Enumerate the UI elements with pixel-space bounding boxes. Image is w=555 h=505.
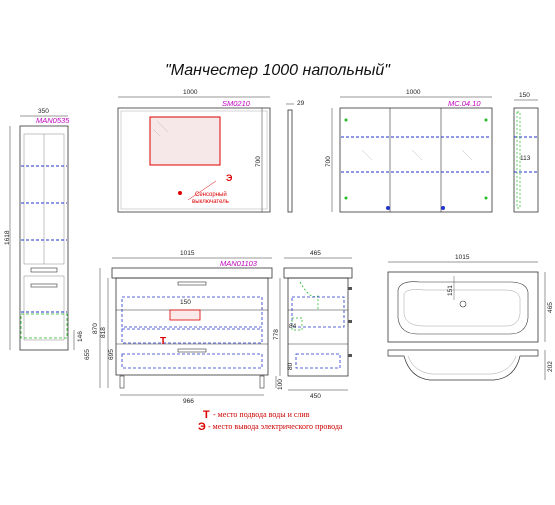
side-84-dim: 84	[289, 323, 297, 330]
basin-202-dim: 202	[547, 361, 554, 372]
tall-width-dim: 350	[38, 108, 49, 115]
switch-label: выключатель	[192, 199, 229, 205]
mirror-height-dim: 700	[255, 156, 262, 167]
legend: Т - место подвода воды и слив Э - место …	[198, 409, 343, 433]
vanity-inner-dim: 966	[183, 398, 194, 405]
legend-electric-text: - место вывода электрического провода	[208, 422, 343, 431]
sensor-label: Сенсорный	[195, 191, 227, 198]
side-778-dim: 778	[273, 329, 280, 340]
basin-front: 202	[387, 349, 554, 381]
vanity-695-dim: 695	[108, 349, 115, 360]
legend-electric-mark: Э	[198, 421, 206, 433]
mcab-depth-dim: 150	[519, 92, 530, 99]
water-mark: Т	[160, 336, 166, 347]
mirror-code: SM0210	[222, 99, 251, 108]
tall-cabinet: 350 MAN0535 1618 146	[4, 108, 84, 351]
side-base-dim: 450	[310, 393, 321, 400]
basin-depth-dim: 465	[547, 302, 554, 313]
mirror-side-view	[287, 109, 293, 213]
vanity-width-dim: 1015	[180, 250, 195, 257]
side-80-dim: 80	[287, 362, 294, 370]
vanity-leg-dim: 100	[277, 379, 284, 390]
mcab-side-view	[513, 107, 539, 213]
electric-mark: Э	[226, 173, 233, 183]
vanity-818-dim: 818	[100, 327, 107, 338]
sensor-switch-dot	[178, 191, 182, 195]
vanity-150-dim: 150	[180, 299, 191, 306]
vanity-side: 465 450 778 84 80	[273, 250, 353, 400]
mirror-width-dim: 1000	[183, 89, 198, 96]
mirror-depth-dim: 29	[297, 100, 305, 107]
tall-leg-dim: 146	[77, 331, 84, 342]
legend-water-text: - место подвода воды и слив	[213, 410, 310, 419]
vanity-front: Т 1015 MAN01103 150 966 870 818 695 655 …	[84, 250, 284, 405]
side-depth-dim: 465	[310, 250, 321, 257]
legend-water-mark: Т	[203, 409, 210, 421]
diagram-title: "Манчестер 1000 напольный"	[165, 62, 390, 79]
vanity-655-dim: 655	[84, 349, 91, 360]
tall-cabinet-code: MAN0535	[36, 116, 70, 125]
mcab-height-dim: 700	[325, 156, 332, 167]
mirror-cabinet: 1000 MC.04.10 700 150 113	[325, 89, 539, 213]
mirror: 1000 SM0210 700 Э Сенсорный выключатель …	[117, 89, 305, 213]
vanity-code: MAN01103	[220, 259, 258, 268]
mcab-width-dim: 1000	[406, 89, 421, 96]
basin-top: 1015 465 151	[387, 254, 554, 343]
basin-151-dim: 151	[447, 285, 454, 296]
tall-height-dim: 1618	[4, 230, 11, 245]
mcab-code: MC.04.10	[448, 99, 481, 108]
mcab-shelf-dim: 113	[520, 155, 531, 162]
vanity-870-dim: 870	[92, 323, 99, 334]
basin-width-dim: 1015	[455, 254, 470, 261]
